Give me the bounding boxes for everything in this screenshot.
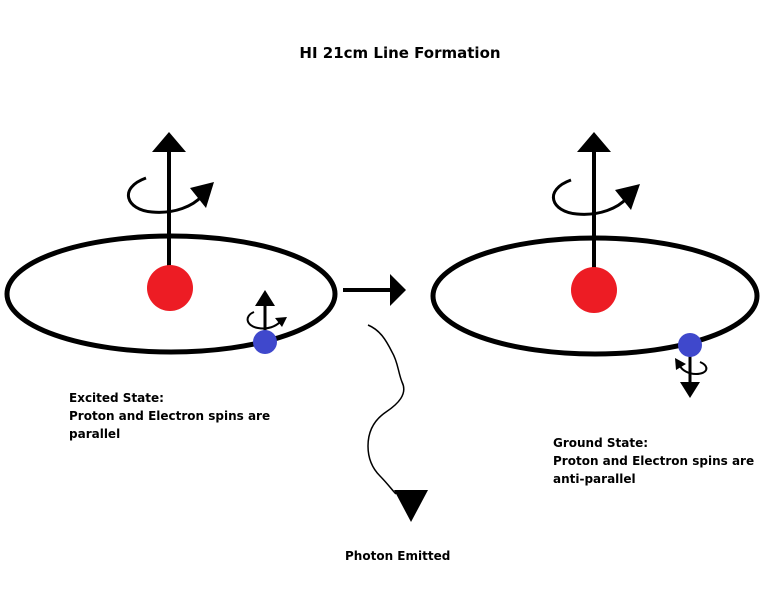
photon-emitted-label: Photon Emitted xyxy=(345,549,451,563)
ground-state-caption: Ground State: Proton and Electron spins … xyxy=(553,434,754,488)
ground-state-heading: Ground State: xyxy=(553,436,649,450)
ground-electron-spin-arrowhead xyxy=(680,382,700,398)
ground-electron-rotation-arrowhead xyxy=(675,358,686,370)
ground-proton-spin-arrowhead xyxy=(577,132,611,152)
excited-electron-rotation-arrowhead xyxy=(275,317,287,327)
ground-proton-rotation-arrowhead xyxy=(615,184,640,210)
ground-atom xyxy=(430,132,760,398)
excited-state-line1: Proton and Electron spins are xyxy=(69,409,271,423)
ground-state-line2: anti-parallel xyxy=(553,472,636,486)
excited-proton-spin-arrowhead xyxy=(152,132,186,152)
photon-arrowhead xyxy=(394,490,428,522)
excited-proton-rotation-arrowhead xyxy=(190,182,214,208)
diagram-title: HI 21cm Line Formation xyxy=(299,44,501,62)
ground-electron xyxy=(678,333,702,357)
ground-proton xyxy=(571,267,617,313)
excited-proton xyxy=(147,265,193,311)
transition-arrowhead xyxy=(390,274,406,306)
excited-state-caption: Excited State: Proton and Electron spins… xyxy=(69,389,270,443)
excited-atom xyxy=(4,132,338,355)
excited-state-heading: Excited State: xyxy=(69,391,164,405)
excited-electron-rotation-icon xyxy=(246,311,281,330)
excited-electron-spin-arrowhead xyxy=(255,290,275,306)
excited-state-line2: parallel xyxy=(69,427,121,441)
photon-wave xyxy=(367,324,428,522)
photon-wave-path xyxy=(367,324,405,495)
excited-proton-rotation-icon xyxy=(126,176,204,214)
transition-arrow xyxy=(343,274,406,306)
excited-electron xyxy=(253,330,277,354)
ground-proton-rotation-icon xyxy=(551,178,629,216)
ground-state-line1: Proton and Electron spins are xyxy=(553,454,755,468)
ground-electron-rotation-icon xyxy=(679,361,708,376)
